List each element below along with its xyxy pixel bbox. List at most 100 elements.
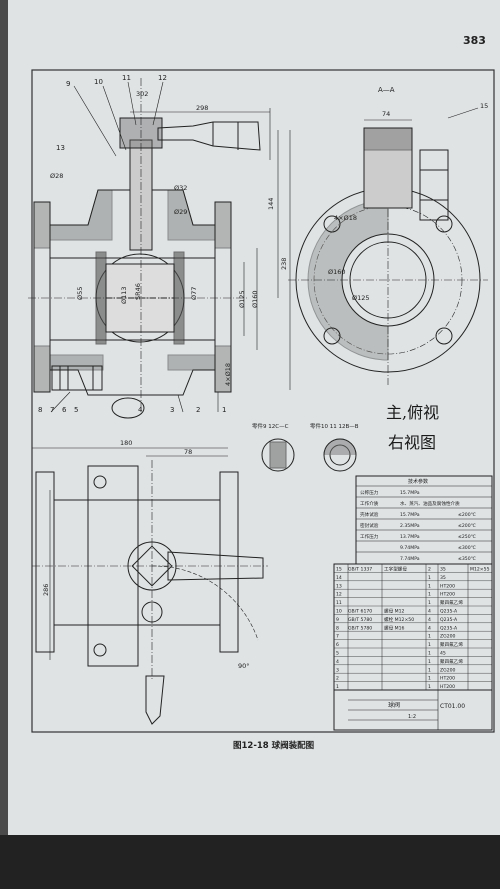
- balloon-4: 4: [138, 406, 143, 414]
- valve-body: [49, 189, 216, 396]
- bom-cell: 4: [428, 617, 431, 623]
- page-number: 383: [463, 34, 486, 47]
- dim-78: 78: [184, 448, 192, 456]
- dim-d113: Ø113: [120, 286, 128, 304]
- bom-cell: Q235-A: [440, 609, 458, 615]
- dim-sr46: SR46: [134, 283, 142, 300]
- top-view: [32, 447, 268, 725]
- top-handle: [167, 551, 264, 581]
- bom-cell: HT200: [440, 592, 455, 598]
- tech-table-cell: 15.7MPa: [400, 490, 420, 496]
- bom-cell: 1: [428, 575, 431, 581]
- bom-cell: 聚四氟乙烯: [440, 599, 463, 606]
- dim-144: 144: [267, 198, 275, 210]
- bom-cell: 11: [336, 600, 342, 606]
- background-surface: [0, 835, 500, 889]
- bom-cell: 6: [336, 642, 339, 648]
- bom-cell: 13: [336, 583, 342, 589]
- tech-table-cell: 9.74MPa: [400, 545, 420, 551]
- bom-cell: 1: [428, 659, 431, 665]
- handwritten-note-1: 主,俯视: [386, 403, 439, 422]
- section-label-2: 零件10 11 12B—B: [310, 422, 359, 430]
- bom-cell: 螺母 M12: [384, 608, 405, 615]
- dim-d160: Ø160: [251, 290, 259, 308]
- drawing-frame: [31, 69, 495, 733]
- balloon-11: 11: [122, 74, 131, 82]
- section-c-c: [261, 438, 295, 472]
- dim-d32: Ø32: [174, 184, 187, 192]
- section-details: [261, 438, 357, 472]
- tech-table-cell: ≤250℃: [458, 534, 476, 540]
- title-block-scale: 1:2: [408, 714, 416, 720]
- bom-cell: HT200: [440, 583, 455, 589]
- handwritten-note-2: 右视图: [388, 433, 436, 452]
- dim-180: 180: [120, 439, 132, 447]
- bom-cell: ZG200: [440, 634, 456, 640]
- section-label-1: 零件9 12C—C: [252, 422, 289, 430]
- bom-cell: 1: [336, 684, 339, 690]
- bom-cell: GB/T 5780: [348, 617, 372, 623]
- balloon-12: 12: [158, 74, 167, 82]
- tech-table-cell: ≤200℃: [458, 523, 476, 529]
- bom-cell: 1: [428, 634, 431, 640]
- bom-cell: 1: [428, 583, 431, 589]
- dim-90deg: 90°: [238, 662, 250, 670]
- balloon-9: 9: [66, 80, 70, 88]
- bom-cell: 1: [428, 600, 431, 606]
- side-dim-d125: Ø125: [352, 294, 370, 302]
- side-bolt: [419, 149, 449, 221]
- top-right-flange: [219, 471, 239, 653]
- bom-cell: 14: [336, 575, 342, 581]
- balloon-5: 5: [74, 406, 78, 414]
- side-dim-d160: Ø160: [328, 268, 346, 276]
- tech-table-cell: 13.7MPa: [400, 534, 420, 540]
- balloon-2: 2: [196, 406, 200, 414]
- balloon-15: 15: [480, 102, 488, 110]
- bom-cell: 7: [336, 634, 339, 640]
- tech-table-cell: 水、蒸汽、油品及腐蚀性介质: [400, 500, 460, 507]
- dim-298: 298: [196, 104, 208, 112]
- bom-cell: 35: [440, 575, 446, 581]
- balloon-10: 10: [94, 78, 103, 86]
- bom-cell: 9: [336, 617, 339, 623]
- side-view: [288, 107, 488, 385]
- book-page: 383: [8, 0, 500, 848]
- bom-cell: 10: [336, 609, 342, 615]
- bom-cell: 3: [336, 667, 339, 673]
- bom-cell: 4: [428, 609, 431, 615]
- bom-cell: 45: [440, 651, 446, 657]
- dim-d29: Ø29: [174, 208, 187, 216]
- figure-caption: 图12-18 球阀装配图: [233, 740, 314, 751]
- front-view: [28, 78, 291, 419]
- balloon-6: 6: [62, 406, 67, 414]
- dim-d28: Ø28: [50, 172, 63, 180]
- bom-cell: 12: [336, 592, 342, 598]
- dim-d55: Ø55: [76, 287, 84, 300]
- tech-table-cell: ≤350℃: [458, 556, 476, 562]
- top-left-flange: [35, 471, 55, 653]
- tech-table-cell: 15.7MPa: [400, 512, 420, 518]
- balloon-7: 7: [50, 406, 54, 414]
- bottom-bolt: [51, 365, 103, 391]
- bom-cell: 聚四氟乙烯: [440, 641, 463, 648]
- balloon-8: 8: [38, 406, 42, 414]
- balloon-13: 13: [56, 144, 65, 152]
- bom-cell: 1: [428, 592, 431, 598]
- bom-cell: 工字型螺母: [384, 566, 407, 573]
- tech-table-title: 技术参数: [408, 478, 428, 485]
- front-view-balloons: 9 10 11 12 13 8 7 6 5 4 3 2 1: [38, 74, 226, 414]
- bom-cell: 4: [428, 625, 431, 631]
- dim-302: 302: [136, 90, 148, 98]
- tech-table-cell: 工作介质: [360, 500, 379, 507]
- section-label-aa: A—A: [378, 86, 395, 94]
- bom-cell: HT200: [440, 684, 455, 690]
- side-dim-4xd18: 4×Ø18: [334, 214, 357, 222]
- bom-cell: 1: [428, 642, 431, 648]
- bom-cell: M12×55: [470, 567, 490, 573]
- tech-table-cell: 7.74MPa: [400, 556, 420, 562]
- bom-cell: 聚四氟乙烯: [440, 658, 463, 665]
- assembly-drawing: 383: [28, 34, 495, 751]
- tech-table-cell: ≤300℃: [458, 545, 476, 551]
